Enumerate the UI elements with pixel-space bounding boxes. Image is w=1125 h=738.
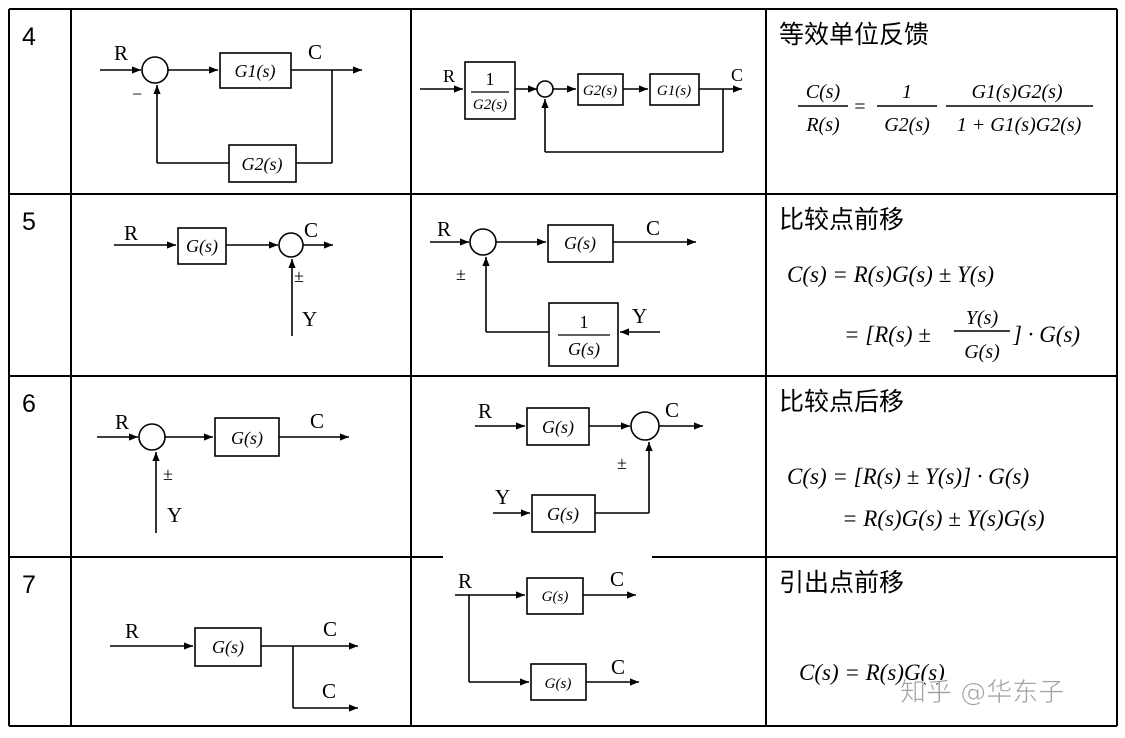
row6b-sign: ±	[617, 453, 627, 473]
row4b-input-label: R	[443, 66, 455, 86]
row4a-forward-block-label: G1(s)	[235, 61, 276, 82]
row-title-5: 比较点前移	[779, 205, 904, 234]
row6b-block2-label: G(s)	[547, 504, 579, 525]
row4-original-diagram	[100, 52, 362, 183]
row5a-output-label: C	[304, 218, 318, 242]
row-title-7: 引出点前移	[779, 568, 904, 597]
row7b-output2-label: C	[611, 655, 625, 679]
svg-text:C(s) = R(s)G(s): C(s) = R(s)G(s)	[799, 660, 945, 685]
svg-text:1: 1	[902, 81, 912, 103]
watermark: 知乎 @华东子	[900, 678, 1064, 708]
svg-text:G1(s)G2(s): G1(s)G2(s)	[971, 81, 1062, 103]
row5a-input-label: R	[124, 221, 138, 245]
row5-formula: C(s) = R(s)G(s) ± Y(s) = [R(s) ± Y(s) G(…	[787, 262, 1080, 363]
row4b-prefilter-denominator: G2(s)	[473, 97, 507, 113]
row7b-block2-label: G(s)	[545, 676, 572, 692]
row7b-block1-label: G(s)	[542, 589, 569, 605]
row7-formula: C(s) = R(s)G(s)	[799, 660, 945, 685]
svg-text:R(s): R(s)	[805, 114, 840, 136]
row7b-output1-label: C	[610, 567, 624, 591]
row7a-block-label: G(s)	[212, 637, 244, 658]
row4a-feedback-block-label: G2(s)	[242, 154, 283, 175]
row-number-7: 7	[22, 571, 36, 599]
row6a-input-label: R	[115, 410, 129, 434]
row4b-block2-label: G1(s)	[657, 83, 691, 99]
row4b-prefilter-numerator: 1	[486, 69, 495, 89]
row6b-block1-label: G(s)	[542, 417, 574, 438]
svg-text:Y(s): Y(s)	[966, 307, 999, 329]
row5a-sign: ±	[294, 266, 304, 286]
row4a-feedback-sign: −	[132, 84, 142, 104]
row5a-block-label: G(s)	[186, 236, 218, 257]
row4b-output-label: C	[731, 65, 743, 85]
row5b-output-label: C	[646, 216, 660, 240]
row7a-output1-label: C	[323, 617, 337, 641]
svg-text:] · G(s): ] · G(s)	[1012, 322, 1080, 347]
table-grid	[8, 8, 1118, 727]
row6b-input-label: R	[478, 399, 492, 423]
row5-equivalent-diagram	[430, 224, 696, 367]
row5b-input-label: R	[437, 217, 451, 241]
svg-text:=: =	[853, 96, 867, 118]
row7b-input-label: R	[458, 569, 472, 593]
row6b-disturbance-label: Y	[495, 485, 510, 509]
row-title-6: 比较点后移	[779, 387, 904, 416]
row4-formula: C(s) R(s) = 1 G2(s) G1(s)G2(s) 1 + G1(s)…	[798, 81, 1093, 136]
row4-equivalent-diagram	[420, 61, 742, 153]
row-number-6: 6	[22, 390, 36, 418]
row7-original-diagram	[110, 627, 358, 712]
row4a-output-label: C	[308, 40, 322, 64]
svg-text:1 + G1(s)G2(s): 1 + G1(s)G2(s)	[957, 114, 1082, 136]
svg-text:= [R(s) ±: = [R(s) ±	[844, 322, 931, 347]
row6a-sign: ±	[163, 464, 173, 484]
svg-text:C(s) = [R(s) ± Y(s)] · G(s): C(s) = [R(s) ± Y(s)] · G(s)	[787, 464, 1029, 489]
row6a-disturbance-label: Y	[167, 503, 182, 527]
row6a-output-label: C	[310, 409, 324, 433]
row6-original-diagram	[97, 417, 349, 533]
row5b-sign: ±	[456, 264, 466, 284]
row4a-input-label: R	[114, 41, 128, 65]
row6b-output-label: C	[665, 398, 679, 422]
row6-equivalent-diagram	[475, 407, 703, 533]
svg-text:= R(s)G(s) ± Y(s)G(s): = R(s)G(s) ± Y(s)G(s)	[842, 506, 1045, 531]
row5b-block-label: G(s)	[564, 233, 596, 254]
svg-text:C(s): C(s)	[806, 81, 841, 103]
row6-formula: C(s) = [R(s) ± Y(s)] · G(s) = R(s)G(s) ±…	[787, 464, 1045, 531]
row6a-block-label: G(s)	[231, 428, 263, 449]
svg-text:C(s) = R(s)G(s) ± Y(s): C(s) = R(s)G(s) ± Y(s)	[787, 262, 994, 287]
row-title-4: 等效单位反馈	[779, 20, 929, 49]
row4b-block1-label: G2(s)	[583, 83, 617, 99]
svg-text:G(s): G(s)	[964, 341, 1000, 363]
row7a-output2-label: C	[322, 679, 336, 703]
row5b-disturbance-label: Y	[632, 304, 647, 328]
row5-original-diagram	[114, 227, 333, 336]
row-number-5: 5	[22, 208, 36, 236]
row5a-disturbance-label: Y	[302, 307, 317, 331]
row7a-input-label: R	[125, 619, 139, 643]
row5b-feedback-denominator: G(s)	[568, 339, 600, 360]
row7-equivalent-diagram	[455, 577, 639, 701]
row-number-4: 4	[22, 23, 36, 51]
row5b-feedback-numerator: 1	[580, 312, 589, 332]
svg-text:G2(s): G2(s)	[884, 114, 930, 136]
